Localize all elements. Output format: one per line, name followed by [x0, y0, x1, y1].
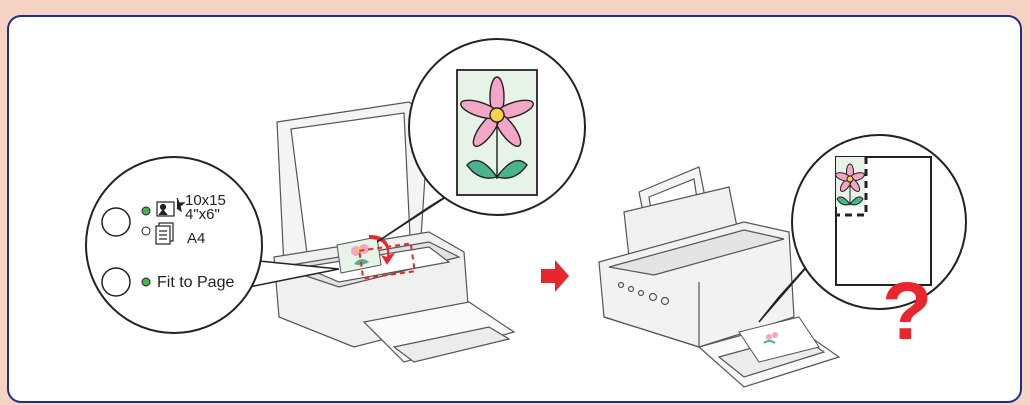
crop-outline: [836, 157, 868, 217]
size-button: [101, 207, 131, 237]
flower-small: [835, 163, 865, 206]
document-icon: [155, 222, 174, 245]
direction-arrow: [541, 260, 569, 292]
control-panel-zoom: 10x15 4"x6" A4 Fit to Page: [85, 156, 340, 334]
output-result-zoom: ?: [758, 134, 967, 357]
fit-to-page-led: [141, 277, 151, 287]
question-mark: ?: [882, 266, 932, 357]
original-photo-zoom: [376, 38, 586, 243]
size-led-a4: [141, 226, 151, 236]
curved-red-arrow: [369, 235, 395, 265]
fit-to-page-label: Fit to Page: [157, 274, 234, 291]
size-led-photo: [141, 206, 151, 216]
flower-large: [460, 76, 534, 179]
scan-area-outline: [358, 242, 416, 280]
printed-page: [738, 316, 820, 363]
size-label-4x6: 4"x6": [185, 206, 220, 223]
illustration-panel: 10x15 4"x6" A4 Fit to Page: [7, 15, 1022, 403]
photo-size-icon: [156, 197, 186, 217]
fit-to-page-button: [101, 267, 131, 297]
size-label-a4: A4: [187, 230, 205, 247]
size-label-10x15: 10x15: [185, 192, 226, 209]
